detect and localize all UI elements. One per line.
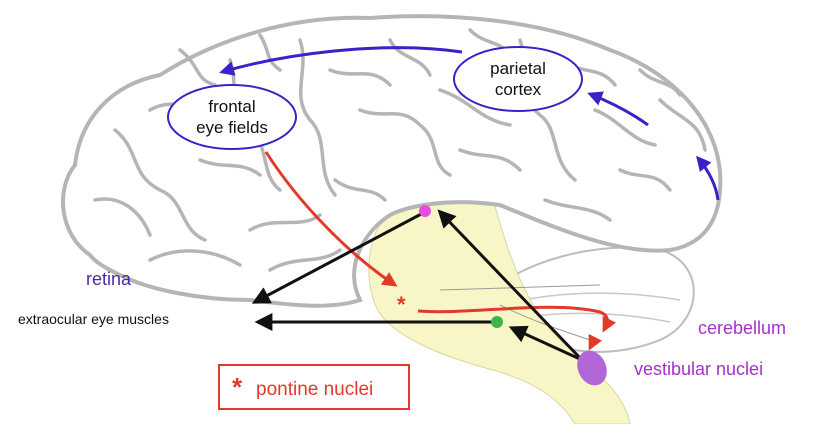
vestibular-to-colliculus-arrow [437, 209, 584, 362]
vestibular-nuclei-label: vestibular nuclei [634, 359, 764, 379]
retina-input-arrow [696, 155, 720, 201]
frontal-to-pontine-arrow [264, 151, 398, 287]
legend-label: pontine nuclei [256, 379, 374, 400]
frontal-eye-fields-line1: frontal [208, 97, 256, 116]
vestibular-nucleus-node [577, 350, 607, 386]
legend-box: * pontine nuclei [218, 364, 410, 410]
vestibular-to-green-arrow [508, 325, 583, 362]
legend-star-icon: * [232, 372, 243, 402]
retina-label: retina [86, 269, 132, 289]
extraocular-muscles-label: extraocular eye muscles [18, 311, 169, 327]
cerebellum-label: cerebellum [698, 318, 787, 338]
vestibular-feedback-arrow [588, 333, 603, 351]
frontal-eye-fields-line2: eye fields [196, 118, 268, 137]
pontine-to-vestibular-arrow [417, 305, 617, 333]
superior-colliculus-node [419, 205, 431, 217]
superior-colliculus-to-muscles-arrow [251, 210, 426, 304]
parietal-to-frontal-arrow [219, 46, 463, 76]
frontal-eye-fields-oval [167, 84, 297, 150]
pontine-nuclei-marker: * [397, 292, 406, 317]
parietal-cortex-label: parietal cortex [454, 58, 582, 100]
parietal-cortex-line1: parietal [490, 59, 546, 78]
frontal-eye-fields-label: frontal eye fields [168, 96, 296, 138]
occipital-to-parietal-arrow [587, 91, 649, 127]
parietal-cortex-oval [453, 46, 583, 112]
parietal-cortex-line2: cortex [494, 80, 542, 99]
green-node [491, 316, 503, 328]
